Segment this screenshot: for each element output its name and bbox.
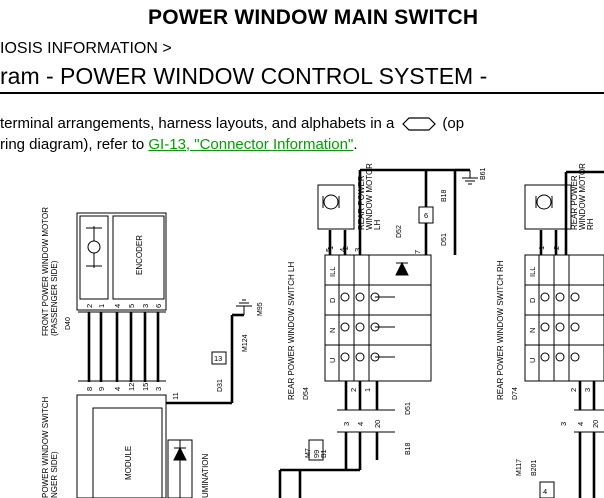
connector-b1: B1 <box>321 449 328 458</box>
rear-lh-switch-label: REAR POWER WINDOW SWITCH LH <box>287 262 296 400</box>
front-switch-pin: 3 <box>154 387 163 391</box>
front-motor-pin: 5 <box>127 304 136 308</box>
rear-rh-motor-box <box>524 184 572 230</box>
front-motor-pin: 3 <box>141 304 150 308</box>
connector-b18-lower: B18 <box>405 442 412 455</box>
connector-hex-icon <box>402 117 437 131</box>
rh-bottom-pin: 2 <box>569 388 578 392</box>
front-switch-label-2: NGER SIDE) <box>50 451 59 498</box>
connector-m7: M7 <box>305 448 312 458</box>
page-title: POWER WINDOW MAIN SWITCH <box>148 6 479 29</box>
lh-switch-row-label: ILL <box>328 267 337 277</box>
front-motor-icon <box>87 240 101 254</box>
front-switch-pin: 9 <box>97 387 106 391</box>
lh-switch-row-label: U <box>328 358 337 363</box>
front-motor-pin: 6 <box>154 304 163 308</box>
front-motor-pin: 2 <box>85 304 94 308</box>
section-rule <box>0 92 604 94</box>
lh-lower-pin: 3 <box>342 422 351 426</box>
rear-rh-motor-pin: 2 <box>552 246 561 250</box>
rh-lower-pin: 3 <box>559 422 568 426</box>
front-motor-label-2: (PASSENGER SIDE) <box>50 260 59 336</box>
pin-99: 99 <box>312 450 321 458</box>
rear-lh-motor-box <box>317 184 355 230</box>
intro-line-2-text: ring diagram), refer to <box>0 136 149 153</box>
rear-lh-motor-label-2: WINDOW MOTOR <box>365 163 374 230</box>
lh-switch-top-pin: 3 <box>353 248 362 252</box>
front-motor-pin: 4 <box>113 304 122 308</box>
front-motor-connector: D40 <box>65 317 72 330</box>
front-motor-label-1: FRONT POWER WINDOW MOTOR <box>41 207 50 336</box>
rear-lh-switch-connector: D54 <box>303 387 310 400</box>
rear-rh-switch-box <box>524 254 604 382</box>
front-switch-pin: 15 <box>141 383 150 391</box>
rear-lh-motor-label-3: LH <box>373 220 382 230</box>
illumination-label: UMINATION <box>201 453 210 498</box>
rear-lh-motor-pin: 1 <box>326 246 335 250</box>
intro-line-1-text: terminal arrangements, harness layouts, … <box>0 115 395 132</box>
wire-pin-11: 11 <box>171 392 180 400</box>
rh-switch-row-label: U <box>528 358 537 363</box>
connector-information-link[interactable]: GI-13, "Connector Information" <box>148 136 354 153</box>
rear-rh-motor-pin: 1 <box>537 246 546 250</box>
rear-rh-motor-icon <box>536 194 552 210</box>
encoder-box <box>112 215 165 300</box>
connector-d51-lower: D51 <box>405 402 412 415</box>
rh-switch-row-label: N <box>528 328 537 333</box>
rear-lh-motor-pin: 2 <box>341 246 350 250</box>
rear-rh-motor-label-2: WINDOW MOTOR <box>578 163 587 230</box>
module-box <box>92 407 163 498</box>
section-title: ram - POWER WINDOW CONTROL SYSTEM - <box>0 63 488 89</box>
rh-bottom-pin: 3 <box>583 388 592 392</box>
rh-lower-pin: 20 <box>591 420 600 428</box>
front-switch-box <box>76 394 167 498</box>
front-switch-pin: 4 <box>113 387 122 391</box>
rear-rh-motor-label-3: RH <box>586 218 595 230</box>
connector-b61: B61 <box>480 167 487 180</box>
intro-line-1: terminal arrangements, harness layouts, … <box>0 115 464 132</box>
lh-switch-top-pin: 5 <box>324 248 333 252</box>
rear-lh-switch-box <box>324 254 432 382</box>
pin-6: 6 <box>424 211 428 220</box>
front-switch-label-1: POWER WINDOW SWITCH <box>41 396 50 498</box>
rear-lh-motor-icon <box>323 194 339 210</box>
front-motor-box <box>76 212 167 311</box>
intro-line-1-tail: (op <box>442 115 465 132</box>
lh-switch-row-label: D <box>328 297 337 303</box>
lh-switch-bottom-pin: 7 <box>413 250 422 254</box>
front-switch-pin: 12 <box>127 383 136 391</box>
rh-switch-row-label: D <box>528 297 537 303</box>
front-switch-pin: 8 <box>85 387 94 391</box>
connector-13: 13 <box>214 354 222 363</box>
rear-rh-switch-label: REAR POWER WINDOW SWITCH RH <box>496 260 505 400</box>
module-label: MODULE <box>124 446 133 480</box>
rear-lh-motor-label-1: REAR POWER <box>357 175 366 230</box>
intro-line-2: ring diagram), refer to GI-13, "Connecto… <box>0 136 357 153</box>
rh-switch-row-label: ILL <box>528 267 537 277</box>
connector-d51: D51 <box>441 233 448 246</box>
breadcrumb[interactable]: IOSIS INFORMATION > <box>0 40 172 57</box>
lh-switch-top-pin: 4 <box>338 248 347 252</box>
connector-m124: M124 <box>242 334 249 352</box>
rear-rh-motor-label-1: REAR POWER <box>570 175 579 230</box>
rh-lower-pin: 4 <box>576 422 585 426</box>
connector-b18: B18 <box>441 189 448 202</box>
pin-4: 4 <box>543 487 547 496</box>
encoder-label: ENCODER <box>135 235 144 275</box>
connector-b201: B201 <box>531 460 538 476</box>
rear-rh-switch-connector: D74 <box>512 387 519 400</box>
lh-switch-bottom-pin: 1 <box>363 388 372 392</box>
lh-switch-bottom-pin: 2 <box>349 388 358 392</box>
lh-lower-pin: 4 <box>356 422 365 426</box>
intro-line-2-end: . <box>353 136 358 153</box>
front-motor-pin: 1 <box>97 304 106 308</box>
lh-lower-pin: 20 <box>373 420 382 428</box>
connector-m117: M117 <box>516 459 523 476</box>
connector-m95: M95 <box>257 302 264 316</box>
lh-switch-row-label: N <box>328 328 337 333</box>
connector-d31: D31 <box>217 379 224 392</box>
rear-lh-motor-connector: D52 <box>396 225 403 238</box>
